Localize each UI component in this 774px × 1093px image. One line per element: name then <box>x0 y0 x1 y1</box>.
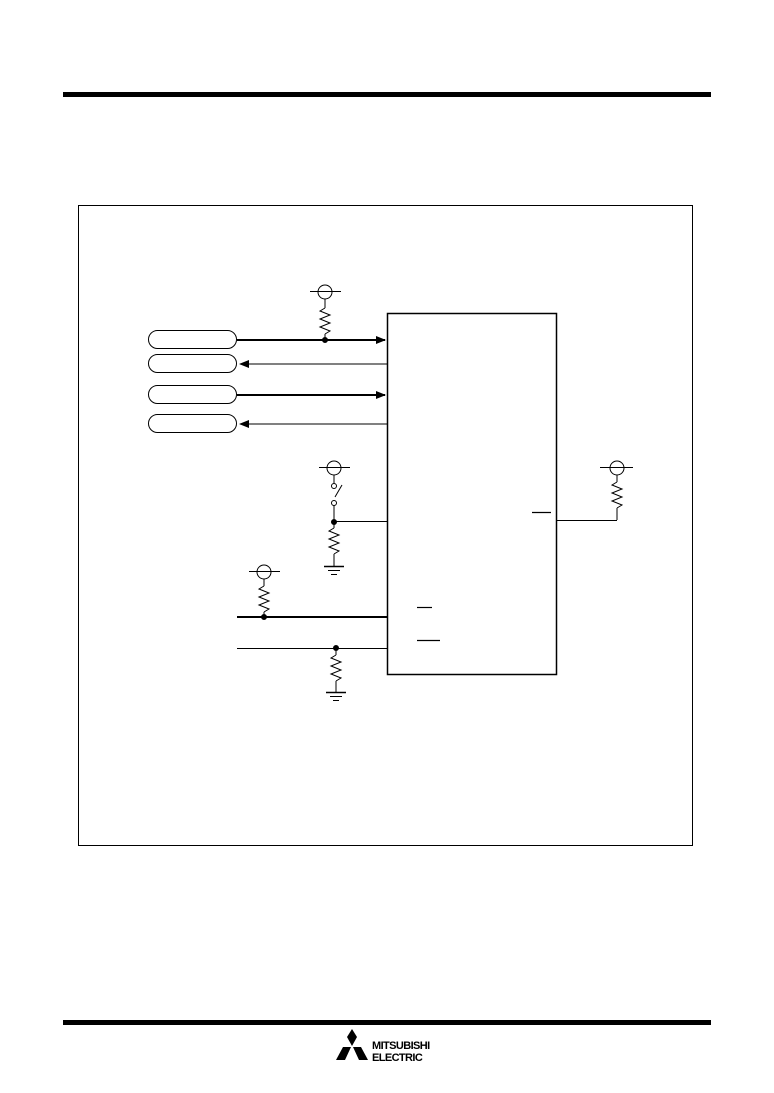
signal-terminal-1 <box>148 330 237 349</box>
output-pullup <box>557 460 633 521</box>
three-diamonds-icon <box>336 1029 368 1060</box>
mitsubishi-logo: MITSUBISHI ELECTRIC <box>336 1029 431 1064</box>
signal-terminal-2 <box>148 354 237 373</box>
pullup-resistor-2 <box>237 564 387 620</box>
footer-rule <box>63 1020 711 1025</box>
signal-terminal-3 <box>148 385 237 404</box>
pullup-resistor-1 <box>310 284 341 343</box>
logo-line-1: MITSUBISHI <box>372 1040 430 1052</box>
logo-line-2: ELECTRIC <box>372 1052 423 1064</box>
pulldown-resistor <box>237 645 387 701</box>
switch-circuit <box>319 460 387 575</box>
figure-frame <box>78 205 693 846</box>
circuit-diagram <box>148 284 633 701</box>
ic-block <box>386 312 558 676</box>
header-rule <box>63 92 711 97</box>
signal-terminal-4 <box>148 414 237 433</box>
